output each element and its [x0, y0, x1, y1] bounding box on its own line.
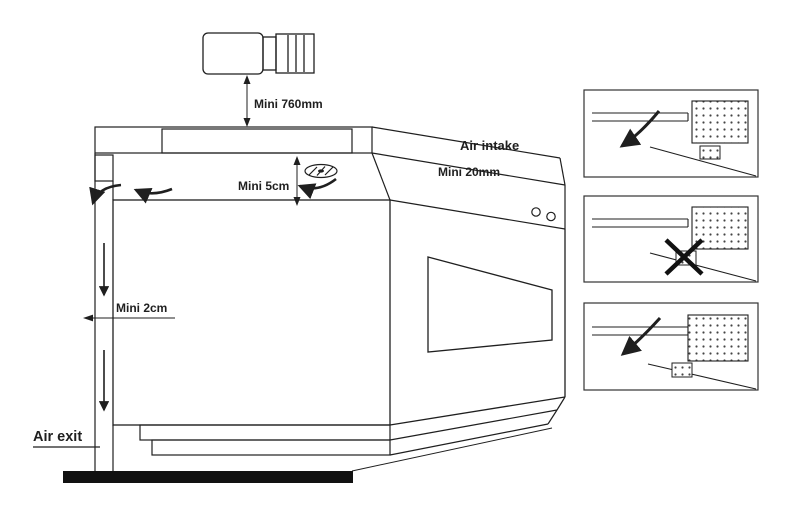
oven-body [112, 199, 566, 426]
cooker-hood [202, 32, 315, 75]
blower-housing [161, 128, 353, 154]
gap-2cm-dimension [83, 314, 175, 322]
floor-bar [63, 471, 353, 483]
control-knob [546, 211, 556, 222]
airflow-arrows-top [89, 177, 337, 206]
gap-5cm-dimension [293, 156, 301, 206]
wall-bracket [94, 154, 114, 182]
left-air-channel [94, 153, 114, 471]
fan-icon [304, 163, 338, 179]
hood-duct [275, 33, 315, 74]
hood-body [202, 32, 264, 75]
curved-arrow-icon [620, 316, 662, 356]
inset-incorrect-middle [583, 195, 759, 283]
air-intake-label: Air intake [460, 138, 519, 153]
top-gap-label: Mini 5cm [238, 179, 289, 193]
vent-outlet [671, 362, 693, 378]
side-gap-label: Mini 2cm [116, 301, 167, 315]
appliance-vent-block [687, 314, 749, 362]
vent-fan [304, 163, 338, 179]
curved-arrow-icon [133, 187, 173, 204]
top-slab [94, 126, 566, 230]
rear-clearance-label: Mini 20mm [438, 165, 500, 179]
control-knob [531, 207, 541, 217]
inset-correct-top [583, 89, 759, 178]
vent-outlet [699, 145, 721, 160]
hood-clearance-label: Mini 760mm [254, 97, 323, 111]
curved-arrow-icon [89, 183, 122, 206]
control-knobs [531, 207, 556, 222]
x-mark-icon [664, 238, 704, 276]
curved-arrow-icon [297, 177, 337, 200]
air-exit-label: Air exit [33, 429, 82, 445]
base-plinth [139, 396, 566, 472]
oven-door-panel [427, 256, 553, 353]
hood-ring [262, 36, 277, 71]
clearance-760-dimension [243, 75, 251, 127]
appliance-vent-block [691, 100, 749, 144]
inset-correct-bottom [583, 302, 759, 391]
curved-arrow-icon [619, 110, 661, 148]
